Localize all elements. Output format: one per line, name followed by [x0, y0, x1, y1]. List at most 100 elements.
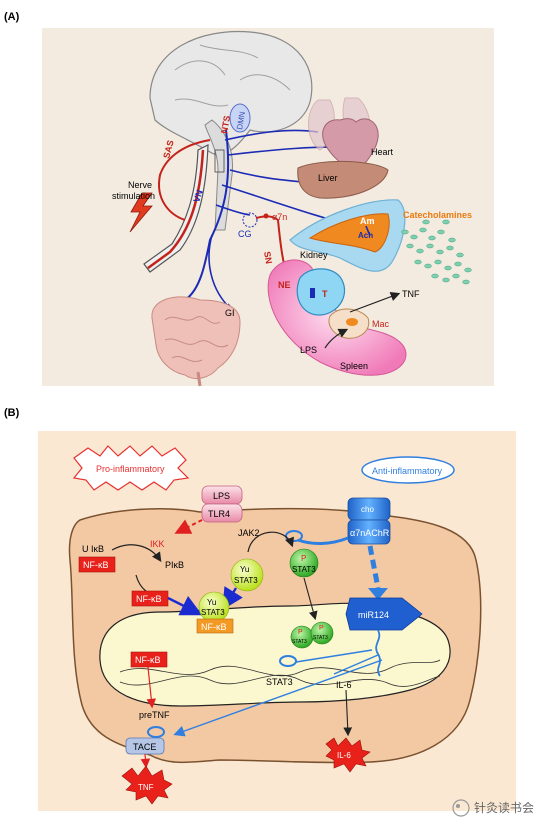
sas-pathway — [158, 139, 211, 221]
label-pretnf: preTNF — [139, 710, 170, 720]
label-stimulation: stimulation — [112, 191, 155, 201]
mir124-shape — [345, 597, 423, 631]
pretnf-loop — [147, 726, 165, 738]
tnf-arrow — [349, 292, 401, 313]
il6-burst — [325, 737, 371, 773]
nfkb-to-yu-arrow — [167, 595, 203, 616]
label-ikk: IKK — [150, 539, 165, 549]
tace-to-tnf-arrow — [140, 753, 151, 769]
ach-terminal — [365, 225, 371, 237]
label-il6-out: IL-6 — [337, 751, 351, 760]
lps-arrow — [324, 328, 349, 349]
label-u-ikb: U IκB — [82, 544, 104, 554]
label-sn: SN — [262, 251, 274, 265]
label-stat3-3: STAT3 — [292, 565, 316, 574]
dna-strand-2 — [119, 674, 441, 687]
p-stat3-dimer-2 — [310, 621, 334, 645]
label-nfkb-1: NF-κB — [83, 560, 109, 570]
a7nachr-cylinder — [347, 519, 391, 545]
lightning-icon — [129, 192, 153, 233]
nfkb-box-1 — [78, 556, 116, 573]
panel-b: (B) Pro-inflammatory Anti-inflammatory L… — [4, 407, 516, 811]
label-p-2: P — [298, 629, 303, 636]
ikb-release-arrow — [111, 544, 162, 562]
label-tnf-b: TNF — [138, 783, 154, 792]
label-cg: CG — [238, 229, 252, 239]
label-il6-nucleus: IL-6 — [336, 680, 352, 690]
yu-stat3-ball-2 — [198, 591, 230, 623]
pro-inflammatory-burst — [72, 445, 190, 491]
label-a7nachr: α7nAChR — [350, 528, 390, 538]
label-pro-inflammatory: Pro-inflammatory — [96, 464, 165, 474]
panel-b-tag: (B) — [4, 407, 20, 419]
label-stat3-2: STAT3 — [201, 608, 225, 617]
macrophage-nucleus — [346, 318, 358, 326]
mir124-to-stat3-line — [295, 649, 373, 663]
label-mir124: miR124 — [358, 610, 389, 620]
spinal-cord — [147, 149, 205, 270]
nfkb-box-3 — [196, 618, 234, 634]
label-liver: Liver — [318, 173, 338, 183]
mir124-squiggle — [375, 629, 381, 677]
stat3-mrna-loop — [279, 655, 297, 667]
rectum — [196, 371, 202, 387]
t-cell — [296, 268, 346, 316]
panel-a-labels: NTS DMN Heart Liver SAS Nerve stimulatio… — [112, 111, 472, 371]
label-stat3-6: STAT3 — [266, 677, 293, 687]
label-am: Am — [360, 216, 375, 226]
watermark-text: 针灸读书会 — [474, 800, 534, 815]
nfkb-to-pretnf-arrow — [146, 666, 157, 709]
label-t: T — [322, 289, 328, 299]
label-catecholamines: Catecholamines — [403, 210, 472, 220]
tlr4-box — [201, 503, 243, 523]
liver — [297, 161, 389, 199]
tnf-burst — [121, 765, 173, 805]
heart — [322, 118, 379, 176]
label-tace: TACE — [133, 742, 156, 752]
watermark-logo-icon — [452, 799, 470, 817]
label-cho: cho — [361, 505, 374, 514]
label-nfkb-4: NF-κB — [135, 655, 161, 665]
watermark: 针灸读书会 — [452, 799, 534, 817]
receptor-to-mir124-arrow — [367, 545, 381, 589]
label-vn: VN — [191, 189, 204, 204]
label-kidney: Kidney — [300, 250, 328, 260]
label-stat3-4: STAT3 — [292, 639, 307, 645]
vagus-branch-cg — [215, 204, 251, 216]
label-yu-2: Yu — [207, 598, 216, 607]
t-cell-receptor — [310, 288, 315, 298]
label-yu-1: Yu — [240, 565, 249, 574]
vertebra-box — [214, 149, 225, 173]
label-nerve: Nerve — [128, 180, 152, 190]
mir124-to-il6-line — [333, 654, 379, 675]
label-sas: SAS — [161, 139, 175, 159]
label-p-ikb: PIκB — [165, 560, 184, 570]
brain-folds — [174, 44, 291, 107]
label-lps: LPS — [300, 345, 317, 355]
panel-a-tag: (A) — [4, 11, 20, 23]
catecholamine-particles — [401, 219, 472, 285]
panel-a: (A) — [4, 11, 494, 387]
label-jak2: JAK2 — [238, 528, 260, 538]
label-a7n: α7n — [272, 212, 287, 222]
label-tnf: TNF — [402, 289, 420, 299]
mir124-to-tace-line — [173, 659, 383, 737]
nfkb-box-4 — [130, 651, 168, 668]
adrenal-medulla — [308, 213, 390, 253]
label-ne: NE — [278, 280, 291, 290]
sn-nerve — [255, 215, 287, 273]
label-gi: GI — [225, 308, 235, 318]
watermark-logo-dot — [456, 804, 460, 808]
label-stat3-5: STAT3 — [313, 635, 328, 641]
jak2-to-stat3-arc — [247, 531, 295, 553]
dmn-nucleus — [229, 103, 251, 133]
label-mac: Mac — [372, 319, 390, 329]
label-stat3-1: STAT3 — [234, 576, 258, 585]
il6-secretion-arrow — [343, 689, 353, 737]
dna-strand-1 — [119, 659, 441, 677]
label-heart: Heart — [371, 147, 394, 157]
yu-stat3-ball-1 — [230, 558, 264, 592]
label-nts: NTS — [219, 115, 232, 134]
label-anti-inflammatory: Anti-inflammatory — [372, 466, 443, 476]
anti-inflammatory-oval — [361, 456, 455, 484]
